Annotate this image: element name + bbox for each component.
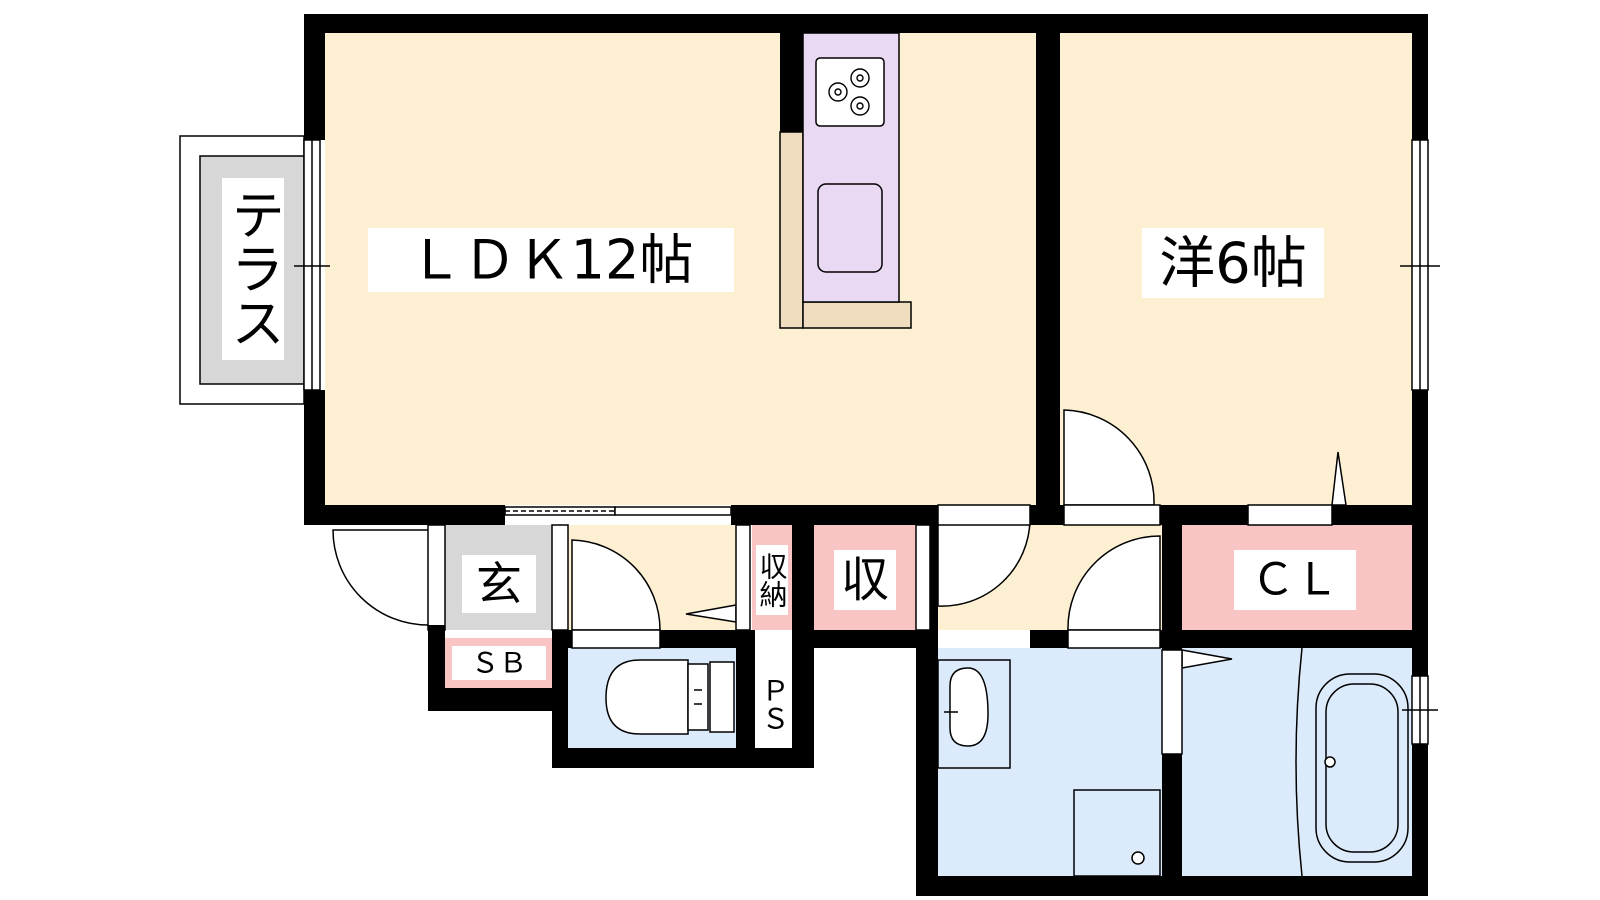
fixtures [605, 647, 1409, 877]
pipe-space-label: ＰＳ [758, 676, 791, 732]
kitchen [779, 32, 912, 329]
burner-icon [828, 68, 870, 116]
shoebox-label: ＳＢ [471, 647, 527, 680]
room-labels: ＬＤＫ12帖 洋6帖 テラス 玄 ＳＢ 収納 収 ＣＬ ＰＳ [222, 187, 1356, 744]
walls [304, 14, 1428, 896]
storage-label: 収 [841, 552, 889, 608]
entrance-label: 玄 [476, 557, 522, 611]
western-room-label: 洋6帖 [1159, 232, 1307, 297]
terrace [179, 135, 305, 405]
doors-and-openings [294, 139, 1440, 755]
terrace-label: テラス [222, 187, 285, 349]
toilet-icon [605, 659, 735, 735]
closet-label: ＣＬ [1251, 555, 1339, 606]
kitchen-counter-side [779, 131, 804, 329]
washing-machine-space-icon [1073, 789, 1161, 877]
bathtub-icon [1295, 647, 1409, 877]
stove [815, 57, 885, 127]
wash-basin-icon [937, 659, 1011, 769]
ldk-label: ＬＤＫ12帖 [409, 229, 694, 292]
sink [817, 183, 883, 273]
kitchen-counter-bottom [802, 301, 912, 329]
small-storage-label: 収納 [756, 552, 789, 608]
